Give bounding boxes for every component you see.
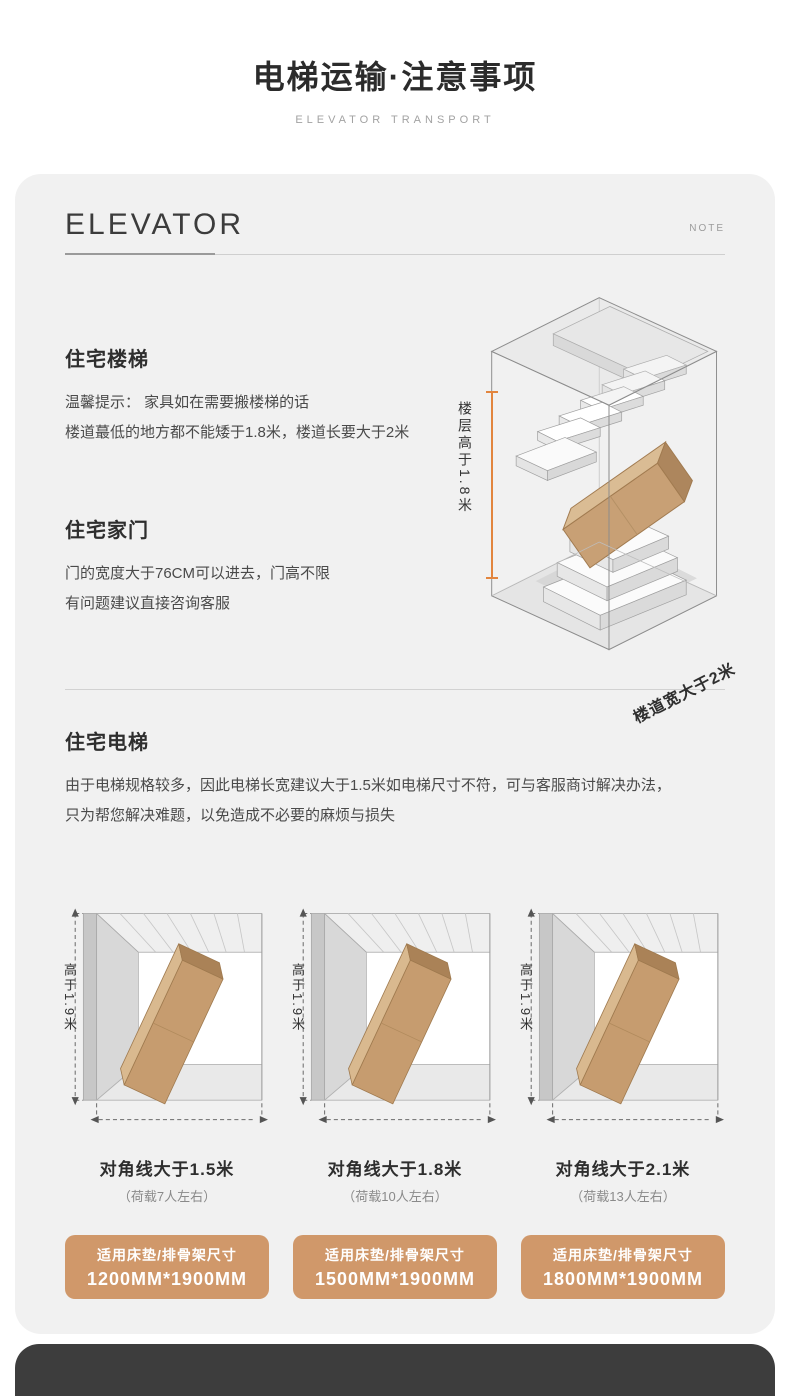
size-badge: 适用床垫/排骨架尺寸 1500MM*1900MM [293, 1235, 497, 1299]
elevator-figure: 高于1.9米 [518, 893, 725, 1145]
section-divider [65, 689, 725, 690]
elevator-tip-line-2: 只为帮您解决难题，以免造成不必要的麻烦与损失 [65, 807, 396, 824]
door-tip-line-2: 有问题建议直接咨询客服 [65, 595, 231, 612]
diagonal-label: 对角线大于2.1米 [555, 1160, 691, 1179]
floor-height-label: 楼层高于1.8米 [457, 401, 473, 515]
card-header: ELEVATOR NOTE [65, 208, 725, 242]
header-divider [65, 253, 725, 255]
staircase-illustration [490, 297, 718, 651]
size-badge: 适用床垫/排骨架尺寸 1200MM*1900MM [65, 1235, 269, 1299]
capacity-label: （荷载13人左右） [570, 1189, 676, 1204]
badge-size: 1800MM*1900MM [542, 1268, 704, 1289]
elevator-figure: 高于1.9米 [290, 893, 497, 1145]
stairs-tip-line-2: 楼道蕞低的地方都不能矮于1.8米，楼道长要大于2米 [65, 424, 410, 441]
size-badge: 适用床垫/排骨架尺寸 1800MM*1900MM [521, 1235, 725, 1299]
elevator-card: 高于1.9米 对角线大于2.1米 （荷载13人左右） 适用床垫/排骨架尺寸 18… [518, 893, 725, 1299]
stairs-door-block: 住宅楼梯 温馨提示： 家具如在需要搬楼梯的话 楼道蕞低的地方都不能矮于1.8米，… [65, 255, 739, 727]
badge-size: 1500MM*1900MM [314, 1268, 476, 1289]
page-title: 电梯运输·注意事项 [252, 59, 538, 95]
elevator-height-label: 高于1.9米 [518, 963, 533, 1033]
elevator-card: 高于1.9米 对角线大于1.8米 （荷载10人左右） 适用床垫/排骨架尺寸 15… [290, 893, 497, 1299]
height-dimension-line [486, 391, 498, 579]
stairs-section-heading: 住宅楼梯 [65, 349, 149, 371]
elevator-illustration [527, 907, 725, 1126]
elevator-figure: 高于1.9米 [62, 893, 269, 1145]
elevator-tip: 由于电梯规格较多，因此电梯长宽建议大于1.5米如电梯尺寸不符，可与客服商讨解决办… [65, 771, 745, 831]
elevator-height-label: 高于1.9米 [62, 963, 77, 1033]
badge-title: 适用床垫/排骨架尺寸 [553, 1246, 693, 1263]
elevator-card: 高于1.9米 对角线大于1.5米 （荷载7人左右） 适用床垫/排骨架尺寸 120… [62, 893, 269, 1299]
next-section-bar [15, 1344, 775, 1396]
door-section-heading: 住宅家门 [65, 520, 149, 542]
page-header: 电梯运输·注意事项 ELEVATOR TRANSPORT [0, 0, 790, 126]
stairs-tip-line-1: 温馨提示： 家具如在需要搬楼梯的话 [65, 394, 310, 411]
elevator-options: 高于1.9米 对角线大于1.5米 （荷载7人左右） 适用床垫/排骨架尺寸 120… [62, 893, 725, 1299]
badge-title: 适用床垫/排骨架尺寸 [97, 1246, 237, 1263]
card-note: NOTE [689, 223, 725, 234]
capacity-label: （荷载7人左右） [117, 1189, 217, 1204]
elevator-height-label: 高于1.9米 [290, 963, 305, 1033]
elevator-tip-line-1: 由于电梯规格较多，因此电梯长宽建议大于1.5米如电梯尺寸不符，可与客服商讨解决办… [65, 777, 671, 794]
staircase-diagram: 楼层高于1.8米 楼道宽大于2米 [441, 283, 741, 727]
diagonal-label: 对角线大于1.5米 [99, 1160, 235, 1179]
diagonal-label: 对角线大于1.8米 [327, 1160, 463, 1179]
badge-title: 适用床垫/排骨架尺寸 [325, 1246, 465, 1263]
card-title: ELEVATOR [65, 208, 245, 241]
info-card: ELEVATOR NOTE 住宅楼梯 温馨提示： 家具如在需要搬楼梯的话 楼道蕞… [15, 174, 775, 1334]
elevator-illustration [71, 907, 269, 1126]
elevator-section-heading: 住宅电梯 [65, 732, 149, 754]
badge-size: 1200MM*1900MM [86, 1268, 248, 1289]
stairs-door-text: 住宅楼梯 温馨提示： 家具如在需要搬楼梯的话 楼道蕞低的地方都不能矮于1.8米，… [65, 255, 465, 619]
page-subtitle: ELEVATOR TRANSPORT [295, 114, 495, 126]
stairs-tip: 温馨提示： 家具如在需要搬楼梯的话 楼道蕞低的地方都不能矮于1.8米，楼道长要大… [65, 388, 465, 448]
capacity-label: （荷载10人左右） [342, 1189, 448, 1204]
elevator-illustration [299, 907, 497, 1126]
door-tip-line-1: 门的宽度大于76CM可以进去，门高不限 [65, 565, 331, 582]
door-tip: 门的宽度大于76CM可以进去，门高不限 有问题建议直接咨询客服 [65, 559, 465, 619]
